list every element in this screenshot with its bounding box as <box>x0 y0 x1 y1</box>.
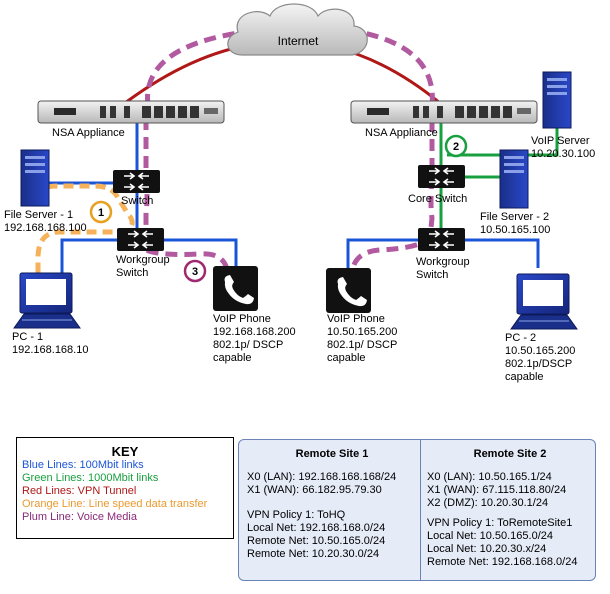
file-server-2-ip: 10.50.165.100 <box>480 224 551 236</box>
pc-2-icon <box>510 273 578 330</box>
voip-server-ip: 10.20.30.100 <box>531 148 596 160</box>
remote-site-2-title: Remote Site 2 <box>473 448 547 460</box>
key-green-lines: Green Lines: 1000Mbit links <box>22 472 159 484</box>
voip-server-name: VoIP Server <box>531 135 590 147</box>
voip-server-icon <box>542 71 572 129</box>
site-2-vpn-policy: VPN Policy 1: ToRemoteSite1 <box>427 517 573 529</box>
workgroup-switch-left-label-1: Workgroup <box>116 254 170 266</box>
pc-2-ip: 10.50.165.200 <box>505 345 576 357</box>
site-1-x1: X1 (WAN): 66.182.95.79.30 <box>247 484 382 496</box>
file-server-1-ip: 192.168.168.100 <box>4 222 87 234</box>
marker-3: 3 <box>183 259 207 283</box>
orange-data-transfer-line <box>33 183 135 296</box>
file-server-1-name: File Server - 1 <box>4 209 74 221</box>
voip-phone-right-qos: 802.1p/ DSCP <box>327 339 398 351</box>
pc-1-icon <box>13 272 81 329</box>
site-2-x0: X0 (LAN): 10.50.165.1/24 <box>427 471 552 483</box>
pc-1-ip: 192.168.168.10 <box>12 344 89 356</box>
voip-phone-right-ip: 10.50.165.200 <box>327 326 398 338</box>
core-switch-icon <box>418 165 465 188</box>
remote-site-1: Remote Site 1 X0 (LAN): 192.168.168.168/… <box>247 440 417 580</box>
marker-1: 1 <box>89 200 113 224</box>
sites-divider <box>420 440 421 580</box>
nsa-appliance-left-label: NSA Appliance <box>52 127 125 139</box>
site-1-vpn-policy: VPN Policy 1: ToHQ <box>247 509 346 521</box>
internet-cloud <box>227 3 368 56</box>
workgroup-switch-left-icon <box>117 228 164 251</box>
switch-left-icon <box>113 170 160 193</box>
pc-2-name: PC - 2 <box>505 332 537 344</box>
plum-voice-media-lines <box>143 27 435 279</box>
key-title: KEY <box>111 444 139 459</box>
remote-site-1-title: Remote Site 1 <box>295 448 369 460</box>
core-switch-label: Core Switch <box>408 193 468 205</box>
workgroup-switch-right-icon <box>418 228 465 251</box>
key-red-lines: Red Lines: VPN Tunnel <box>22 485 137 497</box>
svg-text:2: 2 <box>453 141 459 153</box>
key-legend: KEY Blue Lines: 100Mbit links Green Line… <box>16 437 234 539</box>
file-server-1-icon <box>20 149 50 207</box>
voip-phone-left-name: VoIP Phone <box>213 313 271 325</box>
site-2-x1: X1 (WAN): 67.115.118.80/24 <box>427 484 567 496</box>
nsa-appliance-right-label: NSA Appliance <box>365 127 438 139</box>
voip-phone-left-ip: 192.168.168.200 <box>213 326 296 338</box>
nsa-appliance-left <box>37 100 225 124</box>
remote-sites-panel: Remote Site 1 X0 (LAN): 192.168.168.168/… <box>238 439 596 581</box>
key-orange-line: Orange Line: Line speed data transfer <box>22 498 208 510</box>
site-1-x0: X0 (LAN): 192.168.168.168/24 <box>247 471 397 483</box>
remote-site-2: Remote Site 2 X0 (LAN): 10.50.165.1/24 X… <box>427 440 593 580</box>
voip-phone-left-icon <box>213 266 258 311</box>
voip-phone-left-qos: 802.1p/ DSCP <box>213 339 284 351</box>
svg-text:3: 3 <box>192 266 198 278</box>
key-blue-lines: Blue Lines: 100Mbit links <box>22 459 144 471</box>
workgroup-switch-right-label-2: Switch <box>416 269 449 281</box>
pc-2-qos: 802.1p/DSCP <box>505 358 573 370</box>
voip-phone-right-name: VoIP Phone <box>327 313 385 325</box>
voip-phone-right-icon <box>326 268 371 313</box>
site-1-local-net: Local Net: 192.168.168.0/24 <box>247 522 386 534</box>
green-1000mbit-links <box>439 114 559 228</box>
file-server-2-icon <box>499 149 529 209</box>
site-2-remote-net: Remote Net: 192.168.168.0/24 <box>427 556 578 568</box>
site-2-local-net-1: Local Net: 10.50.165.0/24 <box>427 530 553 542</box>
file-server-2-name: File Server - 2 <box>480 211 550 223</box>
voip-phone-right-capable: capable <box>327 352 366 364</box>
pc-1-name: PC - 1 <box>12 331 44 343</box>
site-1-remote-net-2: Remote Net: 10.20.30.0/24 <box>247 548 380 560</box>
site-2-local-net-2: Local Net: 10.20.30.x/24 <box>427 543 547 555</box>
site-2-x2: X2 (DMZ): 10.20.30.1/24 <box>427 497 549 509</box>
site-1-remote-net-1: Remote Net: 10.50.165.0/24 <box>247 535 386 547</box>
pc-2-capable: capable <box>505 371 544 383</box>
marker-2: 2 <box>444 134 468 158</box>
voip-phone-left-capable: capable <box>213 352 252 364</box>
nsa-appliance-right <box>350 100 538 124</box>
workgroup-switch-left-label-2: Switch <box>116 267 149 279</box>
internet-label: Internet <box>278 34 319 48</box>
svg-text:1: 1 <box>98 207 104 219</box>
workgroup-switch-right-label-1: Workgroup <box>416 256 470 268</box>
switch-left-label: Switch <box>121 195 154 207</box>
key-plum-line: Plum Line: Voice Media <box>22 511 137 523</box>
